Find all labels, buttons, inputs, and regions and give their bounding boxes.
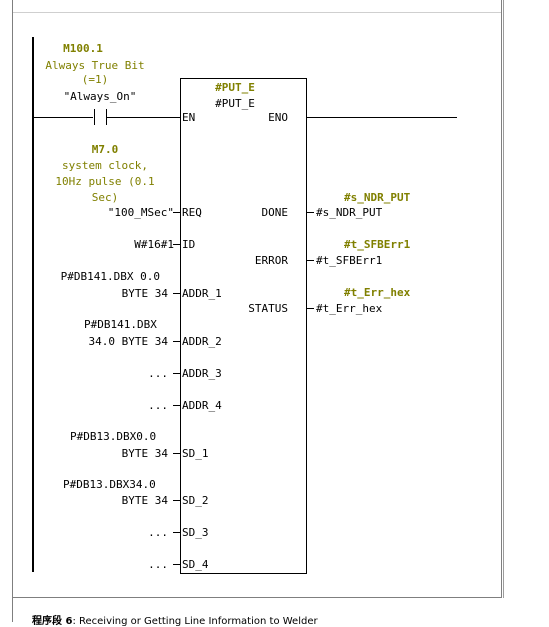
contact-comment-line2: (=1)	[81, 73, 109, 86]
block-instance-db: #PUT_E	[215, 81, 255, 94]
done-symbol: #s_NDR_PUT	[344, 191, 411, 204]
pin-addr-2[interactable]: ADDR_2	[182, 335, 222, 348]
req-comment-line2: 10Hz pulse (0.1	[55, 175, 155, 188]
status-wire	[307, 308, 314, 309]
editor-frame-top	[12, 12, 502, 13]
sd2-value-line1[interactable]: P#DB13.DBX34.0	[63, 478, 156, 491]
editor-frame-bottom	[12, 597, 502, 598]
pin-status[interactable]: STATUS	[248, 302, 288, 315]
editor-frame-left	[12, 0, 13, 622]
sd1-value-line2[interactable]: BYTE 34	[121, 447, 168, 460]
editor-frame-right	[501, 0, 502, 598]
en-wire-left	[33, 117, 93, 118]
pin-done[interactable]: DONE	[261, 206, 289, 219]
sd2-value-line2[interactable]: BYTE 34	[121, 494, 168, 507]
pin-id[interactable]: ID	[182, 238, 196, 251]
next-network-title[interactable]: 程序段 6: Receiving or Getting Line Informa…	[32, 612, 318, 627]
addr2-value-line2[interactable]: 34.0 BYTE 34	[88, 335, 168, 348]
addr4-value[interactable]: ...	[148, 399, 168, 412]
pin-addr-1[interactable]: ADDR_1	[182, 287, 222, 300]
pin-sd-4[interactable]: SD_4	[182, 558, 209, 571]
contact-comment-line1: Always True Bit	[45, 59, 145, 72]
status-actual[interactable]: #t_Err_hex	[316, 302, 383, 315]
status-symbol: #t_Err_hex	[344, 286, 411, 299]
addr3-value[interactable]: ...	[148, 367, 168, 380]
done-wire	[307, 212, 314, 213]
addr1-wire	[173, 293, 180, 294]
sd1-value-line1[interactable]: P#DB13.DBX0.0	[70, 430, 157, 443]
block-type: #PUT_E	[215, 97, 255, 110]
editor-frame-right-edge	[503, 0, 504, 598]
pin-error[interactable]: ERROR	[254, 254, 288, 267]
sd4-wire	[173, 564, 180, 565]
addr2-wire	[173, 341, 180, 342]
req-comment-line1: system clock,	[61, 159, 149, 172]
en-wire-right	[107, 117, 180, 118]
contact-address: M100.1	[63, 42, 103, 55]
contact-right-bar[interactable]	[106, 109, 107, 125]
done-actual[interactable]: #s_NDR_PUT	[316, 206, 383, 219]
sd3-value[interactable]: ...	[148, 526, 168, 539]
error-wire	[307, 260, 314, 261]
addr2-value-line1[interactable]: P#DB141.DBX	[84, 318, 157, 331]
contact-left-bar[interactable]	[94, 109, 95, 125]
put-e-function-block[interactable]	[180, 78, 307, 574]
pin-en[interactable]: EN	[182, 111, 196, 124]
pin-addr-3[interactable]: ADDR_3	[182, 367, 222, 380]
pin-addr-4[interactable]: ADDR_4	[182, 399, 222, 412]
sd1-wire	[173, 453, 180, 454]
eno-wire	[307, 117, 457, 118]
addr4-wire	[173, 405, 180, 406]
sd3-wire	[173, 532, 180, 533]
pin-eno[interactable]: ENO	[268, 111, 288, 124]
contact-symbol[interactable]: "Always_On"	[63, 90, 137, 103]
pin-sd-1[interactable]: SD_1	[182, 447, 209, 460]
req-wire	[173, 212, 180, 213]
req-actual[interactable]: "100_MSec"	[107, 206, 174, 219]
pin-sd-2[interactable]: SD_2	[182, 494, 209, 507]
addr3-wire	[173, 373, 180, 374]
sd2-wire	[173, 500, 180, 501]
addr1-value-line2[interactable]: BYTE 34	[121, 287, 168, 300]
id-value[interactable]: W#16#1	[134, 238, 174, 251]
power-rail	[32, 37, 34, 572]
req-address: M7.0	[91, 143, 119, 156]
id-wire	[173, 244, 180, 245]
error-actual[interactable]: #t_SFBErr1	[316, 254, 383, 267]
sd4-value[interactable]: ...	[148, 558, 168, 571]
addr1-value-line1[interactable]: P#DB141.DBX 0.0	[60, 270, 160, 283]
req-comment-line3: Sec)	[91, 191, 119, 204]
error-symbol: #t_SFBErr1	[344, 238, 411, 251]
pin-sd-3[interactable]: SD_3	[182, 526, 209, 539]
pin-req[interactable]: REQ	[182, 206, 202, 219]
